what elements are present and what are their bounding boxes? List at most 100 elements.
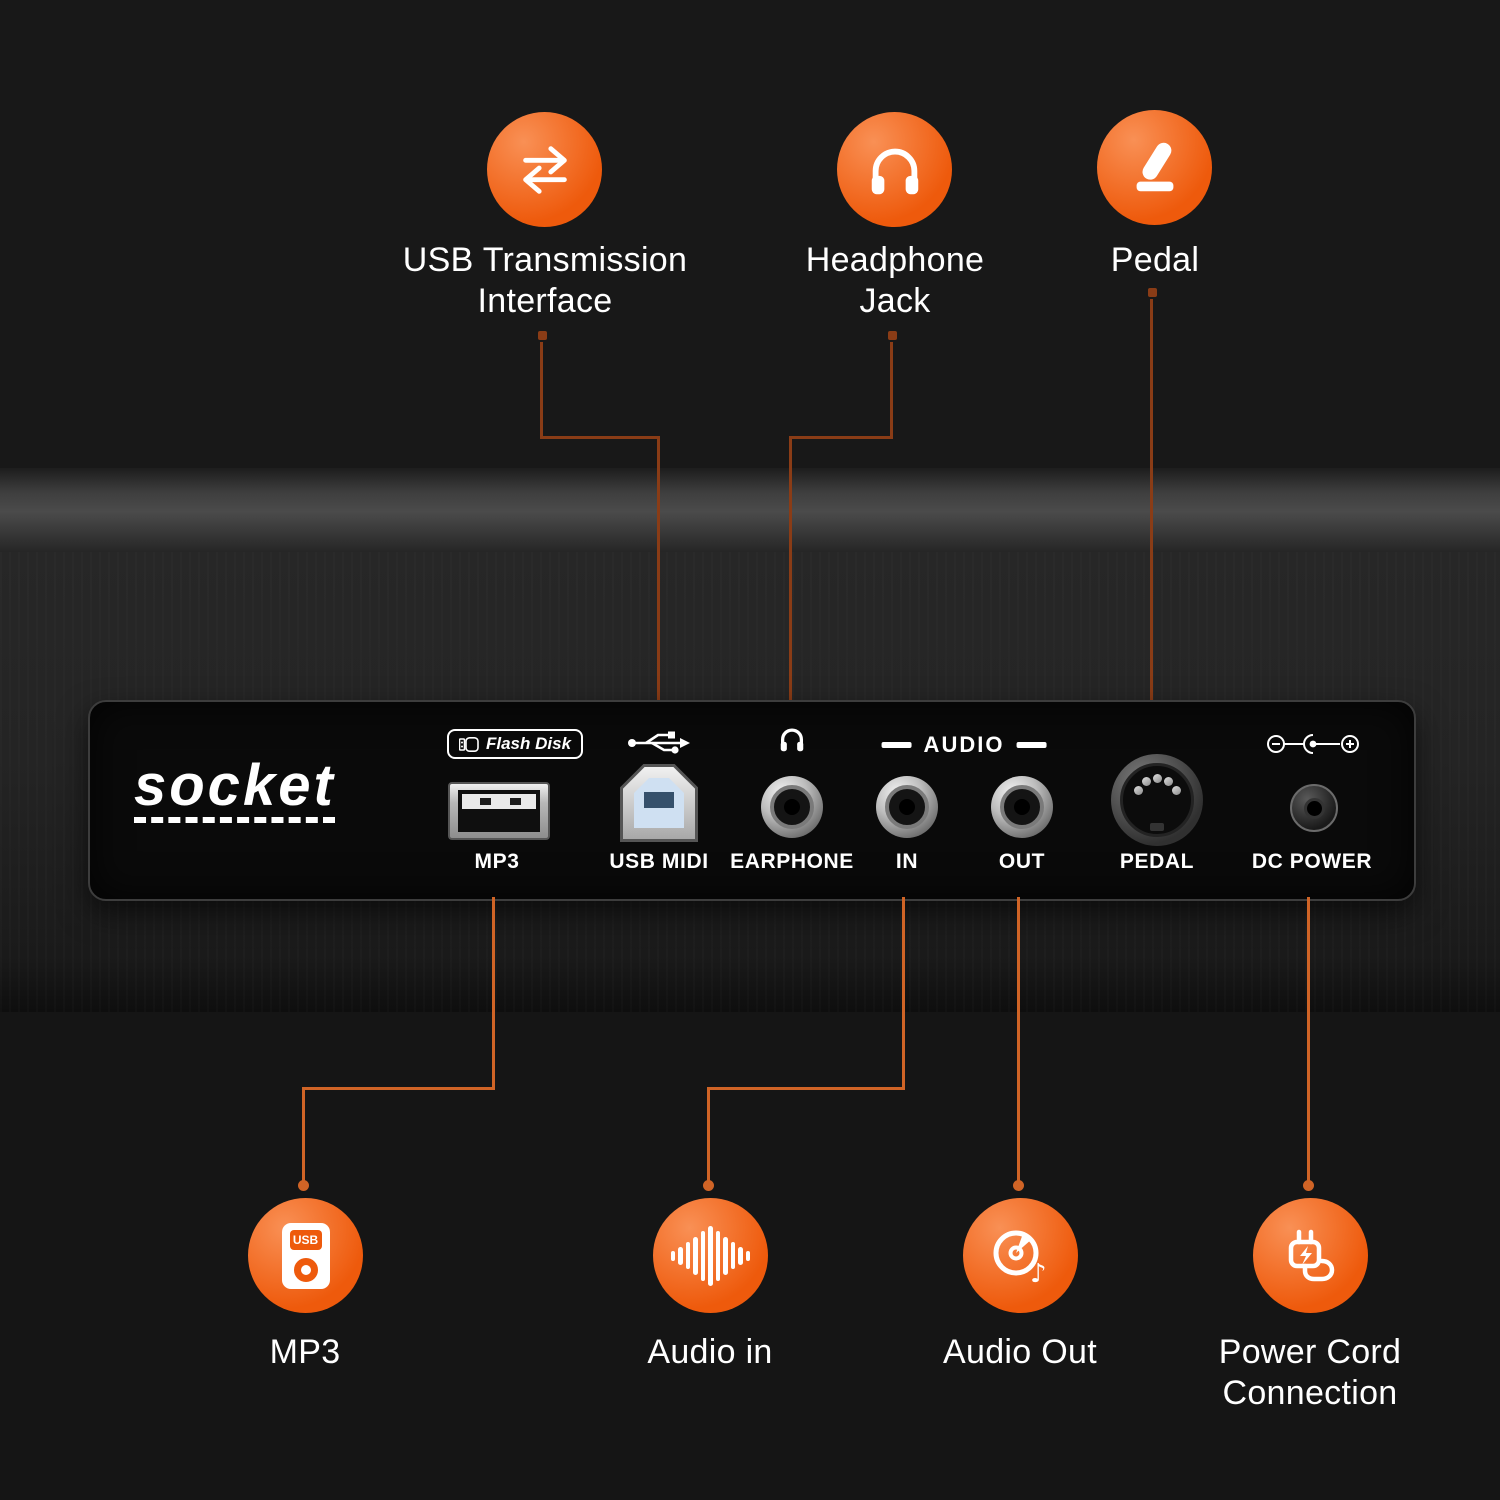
label-line: Power Cord: [1218, 1333, 1402, 1371]
waveform-glyph: [670, 1224, 751, 1288]
label-line: Pedal: [1110, 241, 1200, 279]
headphone-small-icon: [780, 728, 804, 752]
label-line: USB Transmission: [402, 241, 688, 279]
flash-disk-text: Flash Disk: [486, 734, 572, 753]
connector-dot: [703, 1180, 714, 1191]
music-note: ♪: [1030, 1259, 1047, 1288]
pedal-glyph: [1136, 142, 1173, 191]
mp3-label: MP3: [270, 1332, 341, 1373]
pedal-icon: [1097, 110, 1212, 225]
piano-top-edge: [0, 468, 1500, 552]
usb-b-slot: [644, 792, 674, 808]
label-line: Audio in: [647, 1333, 773, 1371]
usb-b-cavity: [634, 778, 684, 828]
audio-out-label: Audio Out: [943, 1332, 1097, 1373]
flash-disk-badge: Flash Disk: [447, 729, 584, 759]
mp3-player-glyph: USB: [281, 1222, 330, 1289]
connector-line: [1307, 897, 1310, 1182]
usb-a-contact: [480, 798, 491, 805]
din-notch: [1150, 823, 1164, 831]
label-line: Audio Out: [943, 1333, 1097, 1371]
power-cord-icon: [1253, 1198, 1368, 1313]
usb-b-port: [620, 764, 698, 842]
usb-b-shell: [623, 767, 695, 839]
audio-group-label: AUDIO: [881, 732, 1047, 758]
usb-a-tongue: [462, 794, 536, 809]
socket-logo: socket: [134, 753, 336, 818]
flash-disk-icon: [459, 736, 479, 752]
connector-line: [707, 1087, 905, 1090]
connector-dot: [1013, 1180, 1024, 1191]
dash: [881, 742, 912, 748]
label-line: Interface: [477, 282, 613, 320]
din-pin: [1153, 774, 1162, 783]
din-pin: [1142, 777, 1151, 786]
usb-transfer-icon: [487, 112, 602, 227]
port-label-out: OUT: [998, 850, 1046, 873]
connector-line: [707, 1087, 710, 1182]
jack-ring: [770, 785, 814, 829]
dc-hole: [1303, 797, 1325, 819]
mp3-wheel: [293, 1257, 318, 1282]
usb-a-contact: [510, 798, 521, 805]
label-line: Headphone: [805, 241, 985, 279]
connector-line: [890, 342, 893, 438]
mp3-screen: USB: [289, 1229, 322, 1250]
audio-text: AUDIO: [923, 732, 1005, 757]
connector-line: [902, 897, 905, 1090]
connector-line: [789, 436, 893, 439]
port-label-pedal: PEDAL: [1119, 850, 1195, 873]
port-label-earphone: EARPHONE: [730, 850, 854, 873]
audio-in-icon: [653, 1198, 768, 1313]
mp3-player-icon: USB: [248, 1198, 363, 1313]
din-pin: [1134, 786, 1143, 795]
headphone-jack-label: Headphone Jack: [806, 240, 985, 322]
label-line: Connection: [1222, 1374, 1398, 1412]
connector-line: [1150, 299, 1153, 700]
usb-transfer-glyph: [522, 145, 567, 194]
din-pin: [1172, 786, 1181, 795]
connection-panel: socket Flash Disk MP3: [88, 700, 1416, 901]
plug-glyph: [1288, 1229, 1334, 1281]
port-label-in: IN: [895, 850, 919, 873]
audio-out-icon: ♪: [963, 1198, 1078, 1313]
connector-line: [302, 1087, 305, 1182]
jack-hole: [899, 799, 915, 815]
usb-a-cavity: [458, 790, 540, 832]
usb-transmission-label: USB Transmission Interface: [403, 240, 687, 322]
port-label-dc-power: DC POWER: [1251, 850, 1373, 873]
pedal-din-connector: [1111, 754, 1203, 846]
port-label-mp3: MP3: [474, 850, 520, 873]
connector-line: [492, 897, 495, 1090]
jack-ring: [1000, 785, 1044, 829]
usb-trident-icon: [628, 731, 690, 754]
dash: [1016, 742, 1047, 748]
headphone-icon: [837, 112, 952, 227]
port-label-usb-midi: USB MIDI: [609, 850, 709, 873]
connector-line: [540, 436, 660, 439]
connector-line: [1017, 897, 1020, 1182]
connector-dot: [888, 331, 897, 340]
disc-note-glyph: ♪: [993, 1230, 1047, 1288]
audio-in-label: Audio in: [647, 1332, 772, 1373]
power-cord-label: Power Cord Connection: [1219, 1332, 1402, 1414]
connector-dot: [298, 1180, 309, 1191]
connector-dot: [1148, 288, 1157, 297]
earphone-jack: [761, 776, 823, 838]
headphone-glyph: [871, 148, 918, 194]
connector-line: [302, 1087, 495, 1090]
jack-ring: [885, 785, 929, 829]
pedal-label: Pedal: [1111, 240, 1199, 281]
audio-out-jack: [991, 776, 1053, 838]
dc-power-jack: [1290, 784, 1338, 832]
label-line: MP3: [269, 1333, 341, 1371]
jack-hole: [1014, 799, 1030, 815]
din-face: [1120, 763, 1194, 837]
connector-line: [657, 436, 660, 700]
audio-in-jack: [876, 776, 938, 838]
connector-dot: [538, 331, 547, 340]
connector-line: [540, 342, 543, 438]
label-line: Jack: [859, 282, 931, 320]
connector-line: [789, 436, 792, 700]
